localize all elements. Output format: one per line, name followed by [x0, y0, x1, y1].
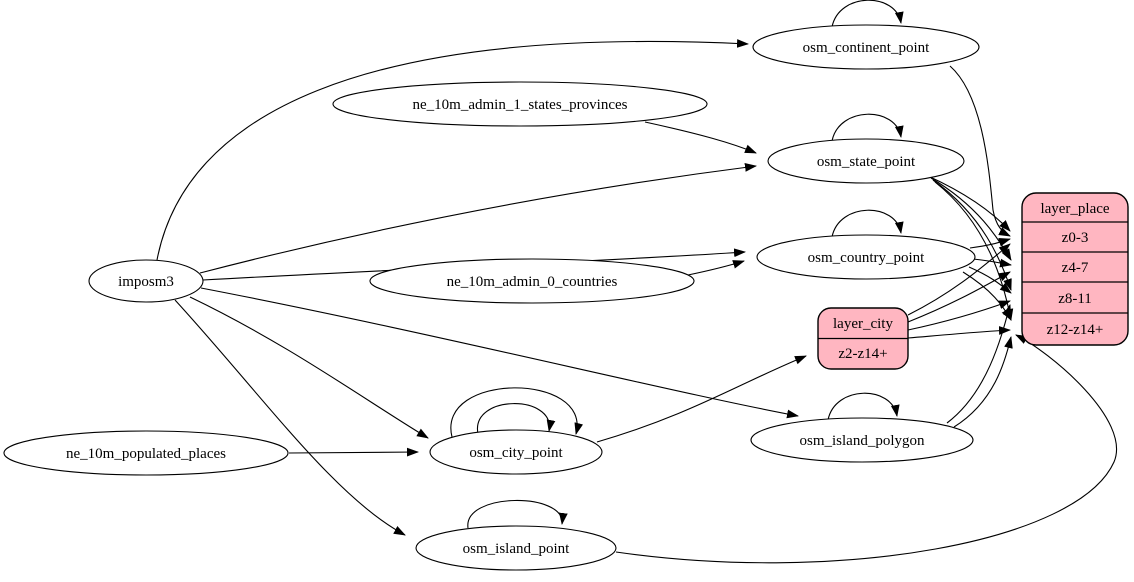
edge-imposm3-island-point — [174, 299, 406, 536]
edge-islandpolygon-z12 — [953, 336, 1013, 428]
record-layer-place-row-z12: z12-z14+ — [1047, 322, 1104, 338]
selfloop-island-point — [467, 499, 568, 529]
edge-state-z8 — [932, 179, 1012, 291]
edge-imposm3-continent — [156, 39, 749, 261]
node-country-shape — [756, 234, 976, 280]
node-admin0-shape — [369, 258, 695, 304]
edge-country-z12 — [962, 271, 1012, 321]
edge-country-z0 — [969, 237, 1011, 249]
edge-group — [156, 0, 1117, 564]
node-osm-city-point: osm_city_point — [429, 429, 603, 475]
edge-admin1-state — [644, 121, 757, 154]
selfloop-continent — [831, 0, 904, 28]
node-continent-label: osm_continent_point — [803, 40, 930, 56]
selfloop-city-inner — [477, 403, 556, 435]
edge-islandpoint-z12 — [615, 334, 1117, 564]
node-city-shape — [429, 429, 603, 475]
edge-imposm3-island-polygon — [200, 287, 799, 419]
edge-islandpolygon-z8 — [946, 304, 1012, 424]
node-admin1-label: ne_10m_admin_1_states_provinces — [413, 97, 628, 113]
node-imposm3: imposm3 — [88, 259, 204, 303]
edge-layercity-z4 — [907, 271, 1011, 323]
edge-country-z4 — [972, 258, 1012, 268]
selfloop-country — [831, 209, 904, 238]
record-layer-place: layer_place z0-3 z4-7 z8-11 z12-z14+ — [1021, 192, 1129, 346]
node-imposm3-shape — [88, 259, 204, 303]
node-osm-continent-point: osm_continent_point — [752, 24, 980, 70]
node-osm-island-polygon: osm_island_polygon — [750, 417, 974, 463]
node-city-label: osm_city_point — [469, 445, 563, 461]
record-layer-city: layer_city z2-z14+ — [817, 307, 909, 370]
node-populated-label: ne_10m_populated_places — [66, 446, 226, 462]
record-layer-place-row-z4: z4-7 — [1062, 260, 1089, 276]
node-osm-island-point: osm_island_point — [415, 525, 617, 571]
record-layer-place-row-z8: z8-11 — [1058, 291, 1092, 307]
node-osm-state-point: osm_state_point — [767, 138, 965, 184]
edge-layercity-z12 — [907, 326, 1011, 339]
edge-layercity-z0 — [907, 243, 1011, 316]
edge-state-z0 — [927, 175, 1011, 232]
record-layer-city-row-z2: z2-z14+ — [838, 346, 887, 362]
edge-populated-city — [288, 447, 419, 457]
node-osm-country-point: osm_country_point — [756, 234, 976, 280]
node-island-polygon-label: osm_island_polygon — [799, 433, 925, 449]
record-layer-place-box — [1021, 192, 1129, 346]
selfloop-state — [831, 113, 904, 142]
node-country-label: osm_country_point — [808, 250, 925, 266]
node-state-label: osm_state_point — [817, 154, 916, 170]
node-island-point-label: osm_island_point — [463, 541, 571, 557]
record-layer-city-title: layer_city — [833, 316, 893, 332]
node-admin0-label: ne_10m_admin_0_countries — [447, 274, 618, 290]
edge-imposm3-state — [199, 163, 757, 274]
edge-admin0-country — [687, 260, 745, 276]
edge-imposm3-city — [189, 296, 429, 439]
node-ne-10m-populated-places: ne_10m_populated_places — [3, 430, 289, 476]
node-imposm3-label: imposm3 — [118, 274, 174, 290]
edge-city-layercity — [596, 355, 807, 443]
selfloop-island-polygon — [827, 392, 900, 421]
node-populated-shape — [3, 430, 289, 476]
node-ne-10m-admin-0-countries: ne_10m_admin_0_countries — [369, 258, 695, 304]
node-ne-10m-admin-1-states-provinces: ne_10m_admin_1_states_provinces — [332, 81, 708, 127]
edge-continent-z0 — [949, 65, 1011, 237]
node-continent-shape — [752, 24, 980, 70]
node-state-shape — [767, 138, 965, 184]
record-layer-place-title: layer_place — [1040, 201, 1109, 217]
edge-layercity-z8 — [907, 300, 1011, 331]
node-island-point-shape — [415, 525, 617, 571]
node-island-polygon-shape — [750, 417, 974, 463]
selfloop-city-outer — [450, 387, 583, 438]
node-admin1-shape — [332, 81, 708, 127]
record-layer-place-row-z0: z0-3 — [1062, 230, 1089, 246]
